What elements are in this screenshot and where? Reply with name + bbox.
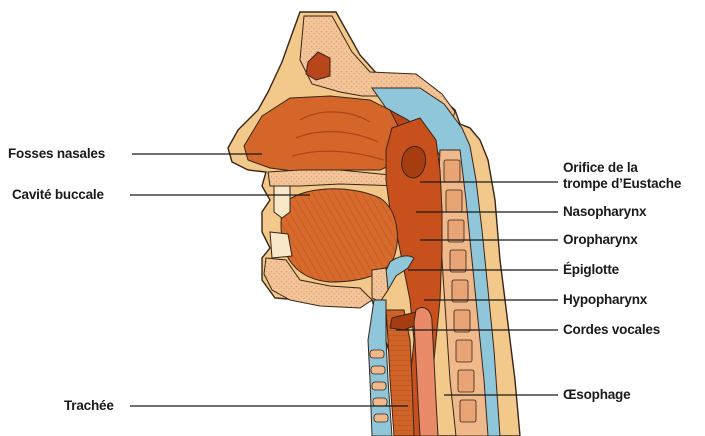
label-oesophage: Œsophage	[563, 387, 630, 403]
label-orifice-line1: Orifice de la	[563, 160, 638, 176]
lower-teeth	[270, 232, 292, 258]
label-nasopharynx: Nasopharynx	[563, 204, 646, 220]
upper-teeth	[274, 186, 290, 218]
label-trachee: Trachée	[64, 398, 114, 414]
eustachian-tube-orifice	[402, 146, 426, 178]
label-fosses-nasales: Fosses nasales	[8, 146, 105, 162]
label-cavite-buccale: Cavité buccale	[12, 187, 104, 203]
label-cordes-vocales: Cordes vocales	[563, 322, 660, 338]
label-oropharynx: Oropharynx	[563, 232, 638, 248]
label-hypopharynx: Hypopharynx	[563, 292, 647, 308]
tongue	[281, 189, 397, 282]
label-epiglotte: Épiglotte	[563, 262, 619, 278]
label-orifice-line2: trompe d’Eustache	[563, 176, 681, 192]
